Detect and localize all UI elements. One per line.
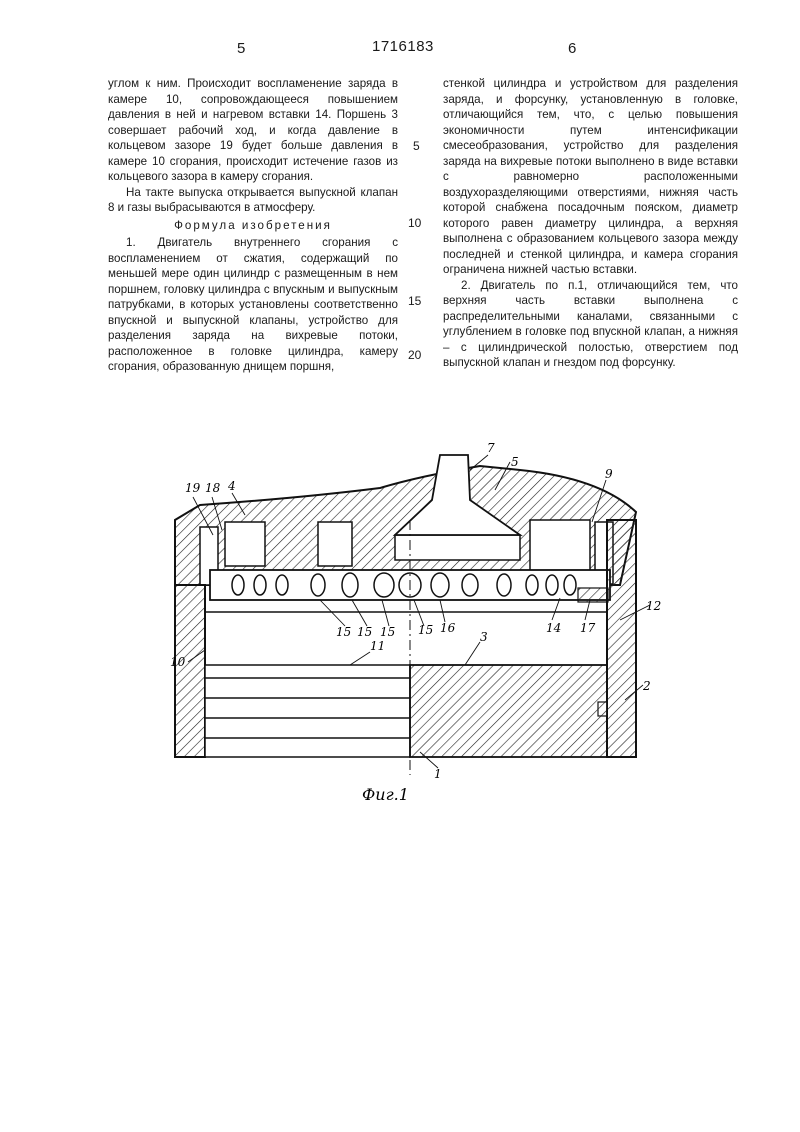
label-16: 16 — [440, 621, 456, 635]
label-3: 3 — [480, 630, 488, 644]
label-15-a: 15 — [336, 625, 351, 639]
figure-caption: Фиг.1 — [362, 785, 409, 804]
label-14: 14 — [546, 621, 561, 635]
left-text-column: углом к ним. Происходит воспламенение за… — [108, 76, 398, 375]
label-10: 10 — [170, 655, 186, 669]
page-number-left: 5 — [237, 40, 246, 57]
left-paragraph-2: На такте выпуска открывается выпускной к… — [108, 185, 398, 215]
left-paragraph-1: углом к ним. Происходит воспламенение за… — [108, 77, 398, 183]
line-number-15: 15 — [408, 294, 422, 308]
line-number-10: 10 — [408, 216, 422, 230]
intake-valve — [392, 454, 523, 536]
right-paragraph-1: стенкой цилиндра и устройством для разде… — [443, 77, 738, 276]
label-7: 7 — [487, 441, 495, 455]
label-17: 17 — [580, 621, 596, 635]
right-paragraph-2: 2. Двигатель по п.1, отличающийся тем, ч… — [443, 278, 738, 370]
label-9: 9 — [605, 467, 613, 481]
label-15-d: 15 — [418, 623, 433, 637]
label-15-c: 15 — [380, 625, 395, 639]
right-text-column: стенкой цилиндра и устройством для разде… — [443, 76, 738, 371]
label-5: 5 — [511, 455, 519, 469]
piston-left — [204, 664, 411, 758]
page-number-right: 6 — [568, 40, 577, 57]
left-paragraph-3: 1. Двигатель внутреннего сгорания с восп… — [108, 236, 398, 373]
line-number-20: 20 — [408, 348, 422, 362]
cylinder-wall-left — [174, 584, 206, 758]
label-4: 4 — [227, 479, 236, 493]
patent-number: 1716183 — [372, 38, 434, 55]
label-1: 1 — [434, 767, 442, 781]
label-18: 18 — [205, 481, 221, 495]
label-2: 2 — [642, 679, 651, 693]
label-11: 11 — [370, 639, 385, 653]
label-12: 12 — [646, 599, 661, 613]
line-number-5: 5 — [413, 139, 420, 153]
air-holes — [231, 572, 577, 598]
label-15-b: 15 — [357, 625, 372, 639]
cylinder-wall-right — [606, 519, 637, 758]
claims-heading: Формула изобретения — [174, 218, 332, 232]
label-19: 19 — [185, 481, 201, 495]
piston-right — [409, 664, 608, 758]
